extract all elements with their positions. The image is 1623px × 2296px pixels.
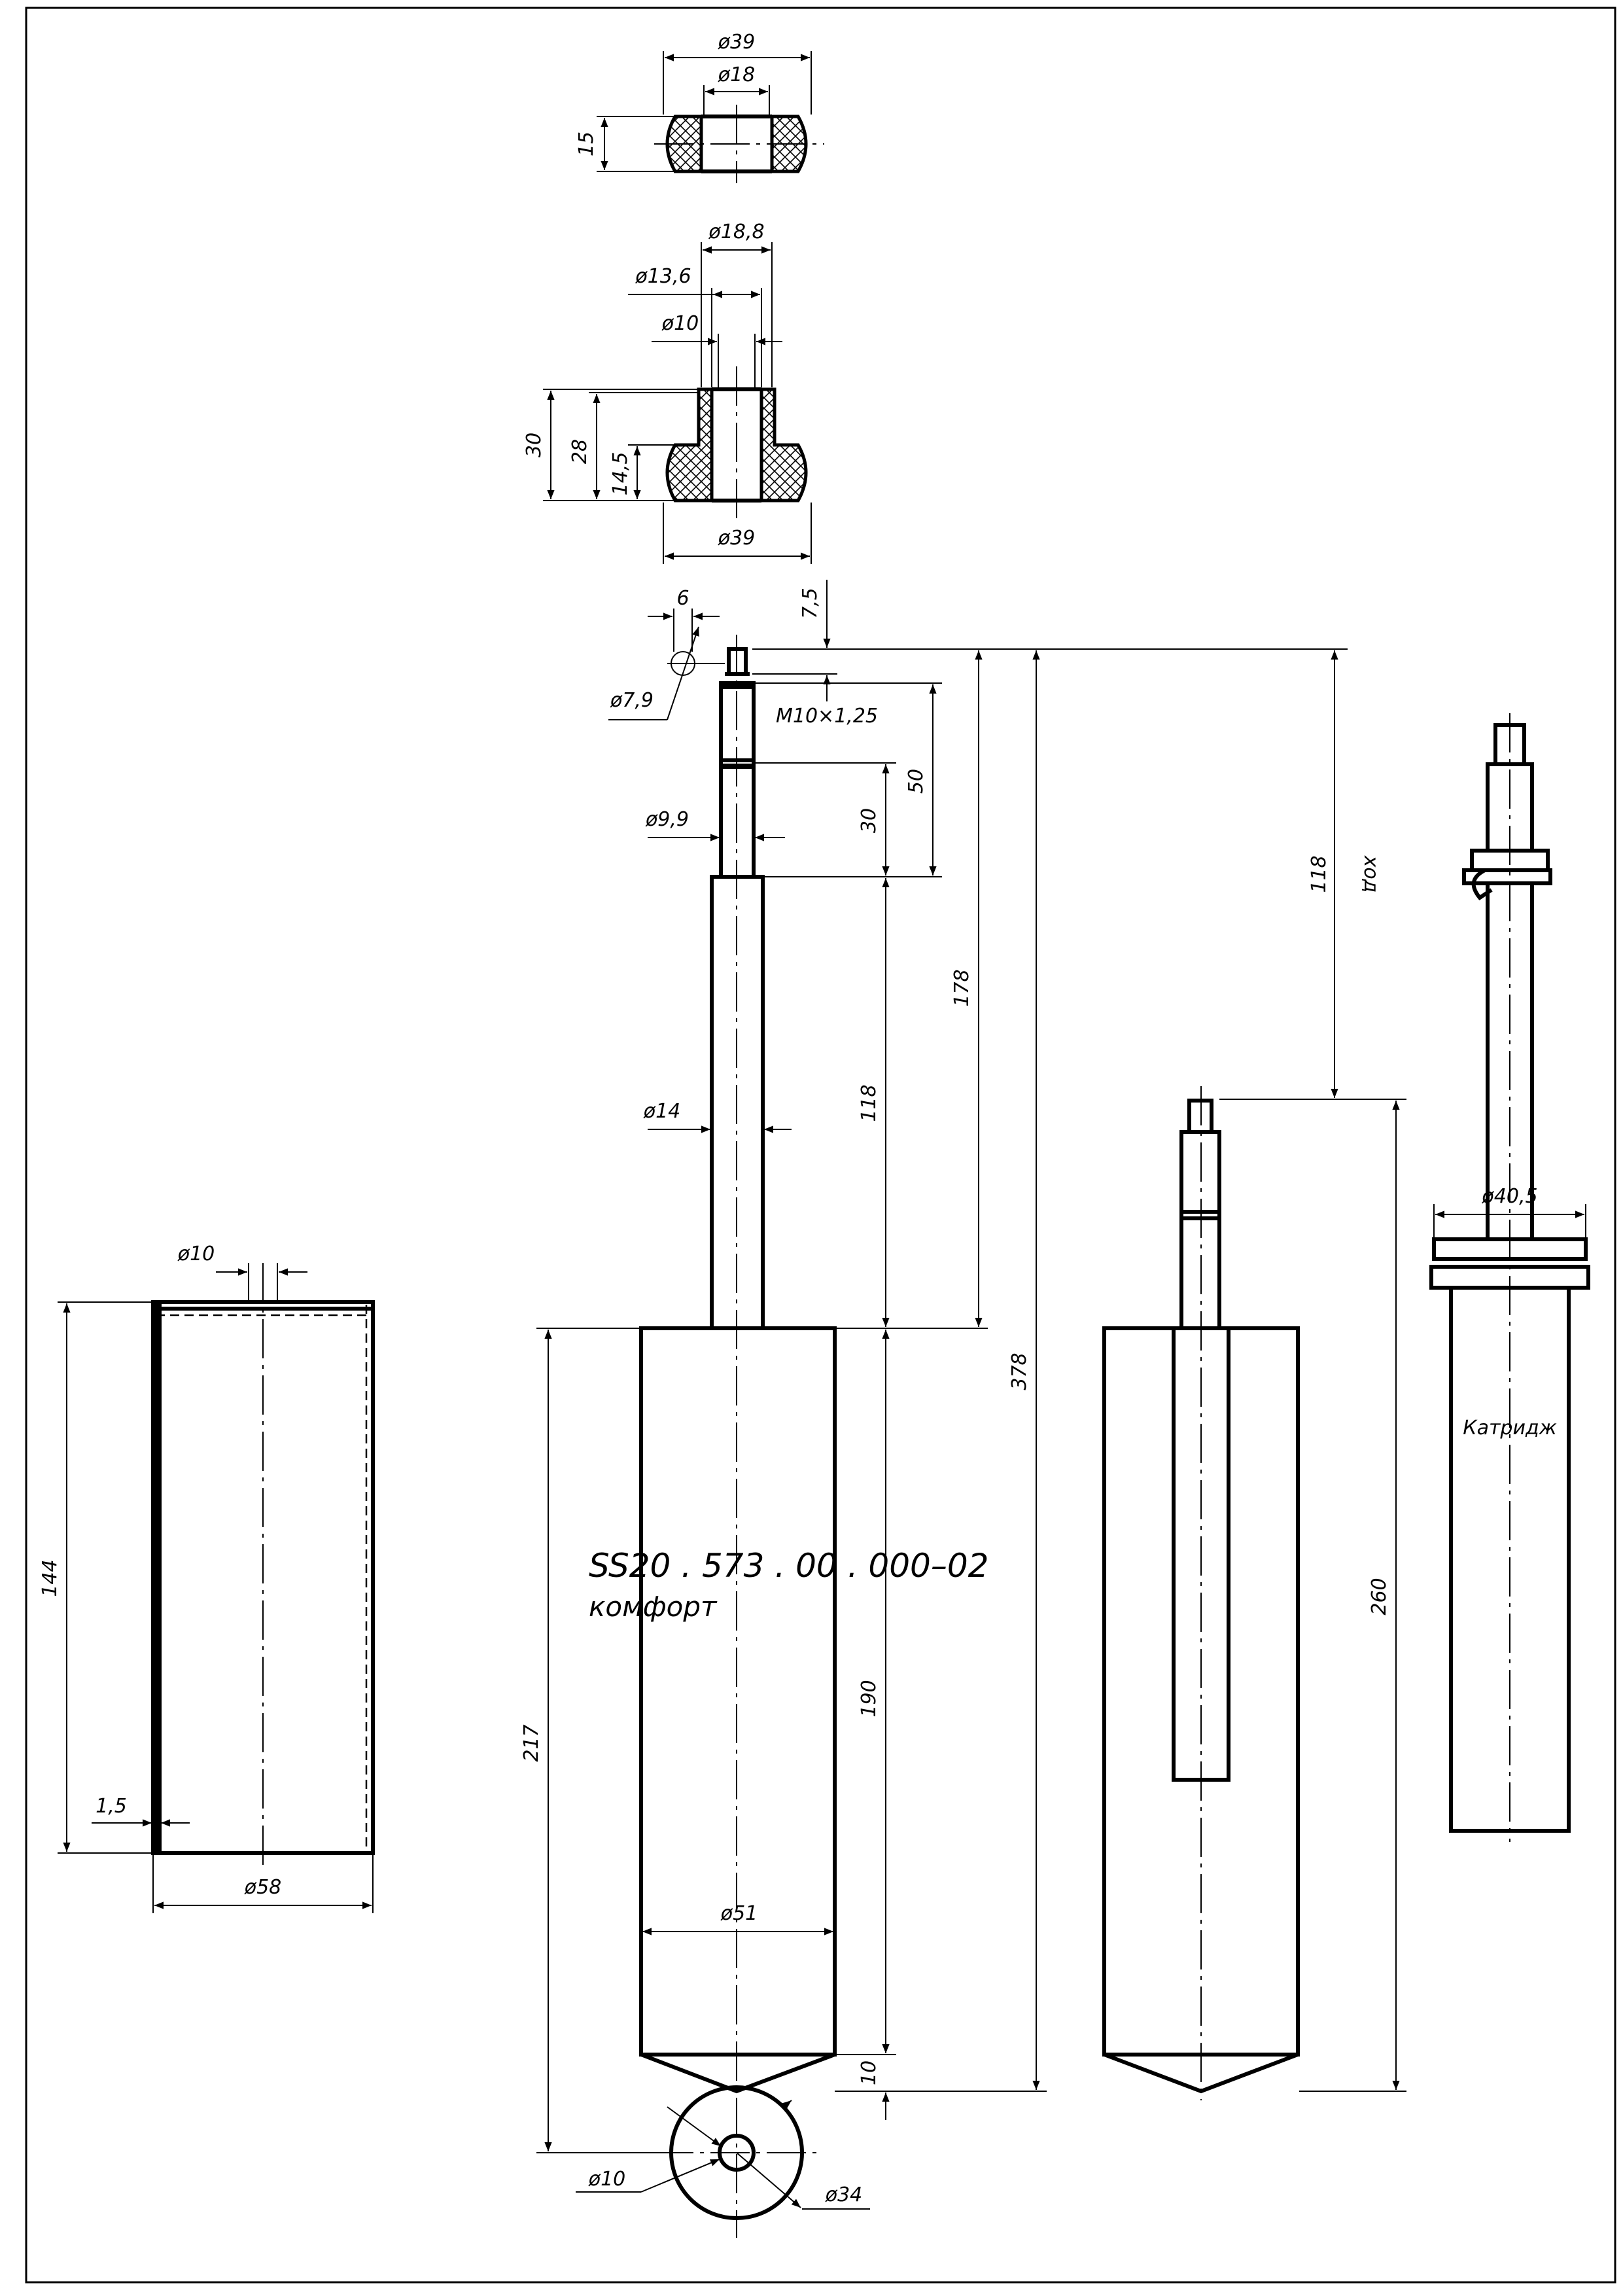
- total-length-378: 378: [1008, 1352, 1031, 1390]
- sheet-frame: [25, 7, 1616, 2284]
- bushing-left-section: [665, 387, 714, 503]
- cartridge-view: ø40,5 Катридж: [1429, 713, 1590, 1842]
- cartridge-label: Катридж: [1463, 1417, 1556, 1439]
- body-length-10: 10: [858, 2060, 881, 2085]
- shock-absorber-compressed: 118 ход 260: [1102, 650, 1406, 2100]
- bushing-mid-dia: ø13,6: [635, 265, 691, 288]
- body-length-190: 190: [858, 1680, 881, 1717]
- body-dia: ø51: [720, 1902, 758, 1925]
- rod-pin-width: 6: [676, 587, 689, 610]
- tube-wall: 1,5: [96, 1795, 127, 1818]
- rod-length-178: 178: [951, 969, 973, 1006]
- cartridge-collar-dia: ø40,5: [1481, 1185, 1537, 1208]
- rod-pin-dia: ø7,9: [610, 689, 654, 712]
- rod-thread-spec: M10×1,25: [776, 705, 878, 728]
- bushing-flange-dia: ø39: [718, 527, 756, 550]
- bushing-top-dia: ø18,8: [708, 221, 764, 243]
- compressed-length-260: 260: [1368, 1578, 1391, 1615]
- rod-length-118: 118: [858, 1084, 881, 1122]
- stroke-label: ход: [1359, 855, 1382, 893]
- rod-length-30: 30: [858, 808, 881, 833]
- bushing-height-total: 30: [523, 433, 546, 457]
- part-name: комфорт: [589, 1591, 718, 1623]
- rod-dia: ø14: [643, 1100, 681, 1123]
- shock-absorber-extended: 6 ø7,9 7,5 M10×1,25 ø9,9 ø14 30 50 118: [520, 580, 1348, 2238]
- tube-hole-dia: ø10: [177, 1243, 215, 1265]
- stroke-length: 118: [1308, 855, 1331, 892]
- bump-stop-inner-dia: ø18: [718, 63, 756, 86]
- rod-length-50: 50: [905, 769, 928, 794]
- bushing-height-flange: 14,5: [609, 452, 632, 496]
- rod-thread-length: 7,5: [799, 588, 822, 619]
- body-length-217: 217: [520, 1724, 543, 1761]
- rod-small-dia: ø9,9: [645, 808, 689, 831]
- bump-stop-view: ø39 ø18 15: [575, 31, 824, 183]
- eye-hole-dia: ø10: [588, 2168, 626, 2191]
- outer-tube-view: ø10 144 1,5 ø58: [39, 1243, 375, 1913]
- bump-stop-height: 15: [575, 132, 598, 156]
- bushing-view: ø18,8 ø13,6 ø10 30 28 14,5 ø39: [523, 221, 812, 564]
- tube-length: 144: [39, 1559, 61, 1597]
- eye-outer-dia: ø34: [825, 2183, 863, 2206]
- bump-stop-outer-dia: ø39: [718, 31, 756, 54]
- bushing-height-sleeve: 28: [568, 439, 591, 464]
- bushing-hole-dia: ø10: [661, 312, 699, 335]
- tube-outer-dia: ø58: [244, 1876, 282, 1899]
- part-designation: SS20 . 573 . 00 . 000–02: [589, 1547, 988, 1585]
- bushing-right-section: [759, 387, 808, 503]
